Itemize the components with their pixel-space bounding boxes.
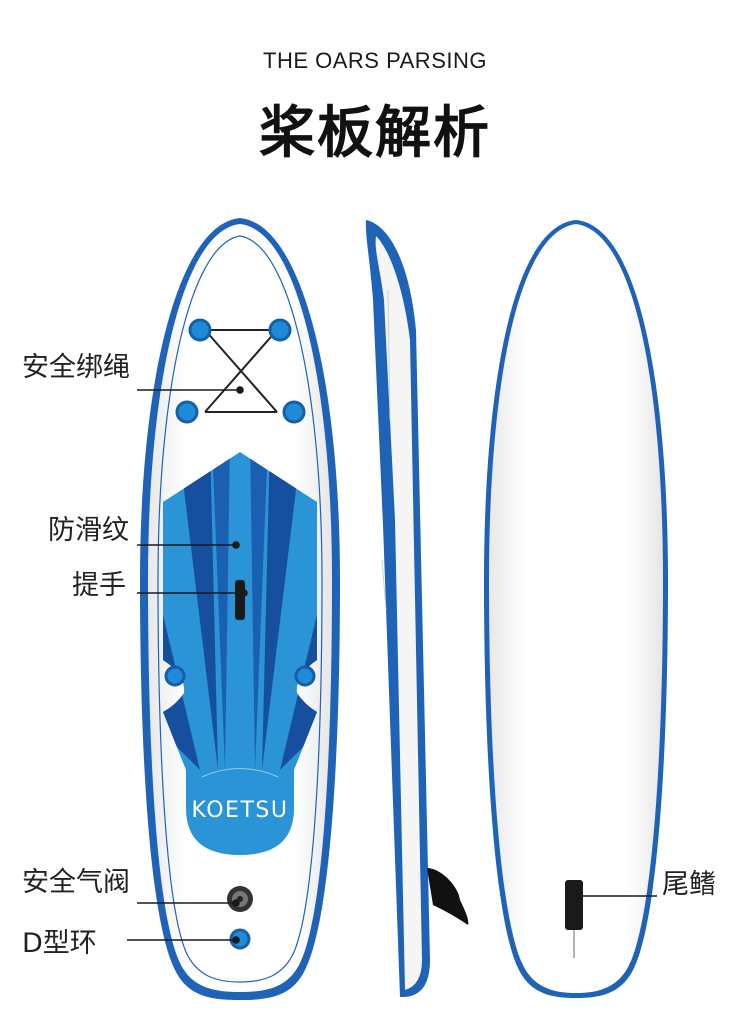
section-subtitle: THE OARS PARSING: [263, 48, 487, 73]
fin-box: [565, 880, 583, 958]
deck-inner-line: [157, 235, 323, 983]
label-bungee: 安全绑绳: [22, 352, 130, 383]
callout-leaders: [127, 386, 657, 944]
section-title: 桨板解析: [259, 101, 491, 166]
bungee-anchors: [175, 318, 306, 424]
board-deck-view: KOETSU: [140, 218, 340, 1000]
bungee-cord: [204, 329, 278, 413]
label-d-ring: D型环: [22, 928, 97, 959]
label-deck-pad: 防滑纹: [48, 515, 129, 546]
board-hull-view: [484, 220, 668, 998]
board-side-view: [365, 220, 469, 997]
label-handle: 提手: [72, 570, 126, 601]
hull-surface: [489, 224, 663, 993]
side-fin: [427, 868, 469, 925]
side-top-white: [375, 236, 422, 990]
brand-logo: KOETSU: [192, 798, 289, 823]
label-valve: 安全气阀: [22, 867, 130, 898]
label-fin: 尾鳍: [662, 869, 716, 900]
traction-pad: [163, 452, 317, 855]
air-valve: [227, 886, 253, 912]
